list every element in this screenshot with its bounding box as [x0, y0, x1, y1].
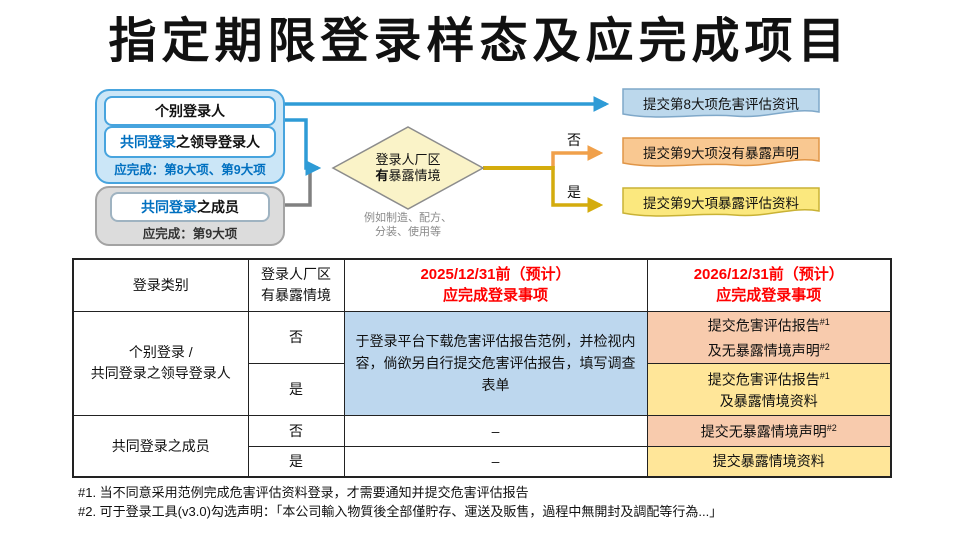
decision-line2: 有暴露情境: [375, 168, 441, 183]
header-exposure: 登录人厂区 有暴露情境: [247, 258, 345, 312]
cell-2025-instructions: 于登录平台下载危害评估报告范例，并检视内容，倘欲另自行提交危害评估报告，填写调查…: [343, 310, 648, 416]
header-category: 登录类别: [72, 258, 249, 312]
footnote-1: #1. 当不同意采用范例完成危害评估资料登录，才需要通知并提交危害评估报告: [78, 485, 529, 500]
table-row: 是 提交危害评估报告#1 及暴露情境资料: [73, 362, 892, 416]
footnote-2: #2. 可于登录工具(v3.0)勾选声明：「本公司輸入物質後全部僅貯存、運送及販…: [78, 504, 723, 519]
box-individual-label: 个别登录人: [155, 103, 225, 119]
branch-label-yes: 是: [567, 184, 581, 200]
document-shape: [622, 187, 820, 217]
header-2025: 2025/12/31前（预计） 应完成登录事项: [343, 258, 648, 312]
table-row: 是 – 提交暴露情境资料: [73, 445, 892, 478]
cell-2026-r4: 提交暴露情境资料: [646, 445, 892, 478]
table-header-row: 登录类别 登录人厂区 有暴露情境 2025/12/31前（预计） 应完成登录事项…: [72, 258, 892, 312]
result-item9-yes-label: 提交第9大項暴露评估资料: [642, 196, 799, 211]
document-shape: [622, 137, 820, 167]
footnotes: #1. 当不同意采用范例完成危害评估资料登录，才需要通知并提交危害评估报告 #2…: [78, 483, 722, 521]
cell-2026-r2: 提交危害评估报告#1 及暴露情境资料: [646, 362, 892, 416]
result-item8-label: 提交第8大项危害评估资讯: [642, 97, 799, 112]
result-item9-no-label: 提交第9大项沒有暴露声明: [642, 146, 799, 161]
summary-table: 登录类别 登录人厂区 有暴露情境 2025/12/31前（预计） 应完成登录事项…: [72, 258, 892, 478]
decision-line1: 登录人厂区: [375, 152, 441, 167]
result-box-item9-no-exposure: 提交第9大项沒有暴露声明: [622, 137, 820, 170]
document-shape: [622, 88, 820, 118]
result-box-item9-exposure: 提交第9大項暴露评估资料: [622, 187, 820, 220]
joint-highlight: 共同登录: [141, 199, 197, 215]
cell-no: 否: [247, 414, 345, 447]
decision-note: 例如制造、配方、 分装、使用等: [364, 212, 452, 238]
cell-group1: 个别登录 / 共同登录之领导登录人: [72, 310, 249, 416]
connector-orange-no: [551, 145, 604, 170]
cell-dash: –: [343, 414, 648, 447]
group-gray-caption: 应完成：第9大项: [142, 227, 238, 241]
page-title: 指定期限登录样态及应完成项目: [108, 15, 851, 68]
connector-gold-yes: [551, 166, 604, 213]
result-box-item8: 提交第8大项危害评估资讯: [622, 88, 820, 121]
cell-group2: 共同登录之成员: [72, 414, 249, 478]
flow-connectors: [281, 96, 610, 213]
cell-2026-r1: 提交危害评估报告#1 及无暴露情境声明#2: [646, 310, 892, 364]
decision-diamond: [331, 126, 485, 210]
cell-yes: 是: [247, 445, 345, 478]
cell-yes: 是: [247, 362, 345, 416]
group-blue-caption: 应完成：第8大项、第9大项: [114, 163, 266, 177]
branch-label-no: 否: [567, 132, 581, 148]
group-member: 共同登录之成员 应完成：第9大项: [95, 186, 285, 246]
member-rest: 之成员: [197, 199, 239, 215]
joint-highlight: 共同登录: [120, 134, 176, 150]
cell-dash: –: [343, 445, 648, 478]
cell-no: 否: [247, 310, 345, 364]
decision-label: 登录人厂区 有暴露情境: [333, 152, 483, 184]
cell-2026-r3: 提交无暴露情境声明#2: [646, 414, 892, 447]
header-2026: 2026/12/31前（预计） 应完成登录事项: [646, 258, 892, 312]
connector-blue-elbow: [281, 118, 322, 176]
box-lead-registrant: 共同登录之领导登录人: [104, 126, 276, 158]
box-individual-registrant: 个别登录人: [104, 96, 276, 126]
box-member-registrant: 共同登录之成员: [110, 192, 270, 222]
table-row: 共同登录之成员 否 – 提交无暴露情境声明#2: [72, 414, 892, 478]
table-row: 个别登录 / 共同登录之领导登录人 否 于登录平台下载危害评估报告范例，并检视内…: [72, 310, 892, 416]
lead-rest: 之领导登录人: [176, 134, 260, 150]
group-individual-lead: 个别登录人 共同登录之领导登录人 应完成：第8大项、第9大项: [95, 89, 285, 184]
connector-gray: [281, 169, 312, 207]
